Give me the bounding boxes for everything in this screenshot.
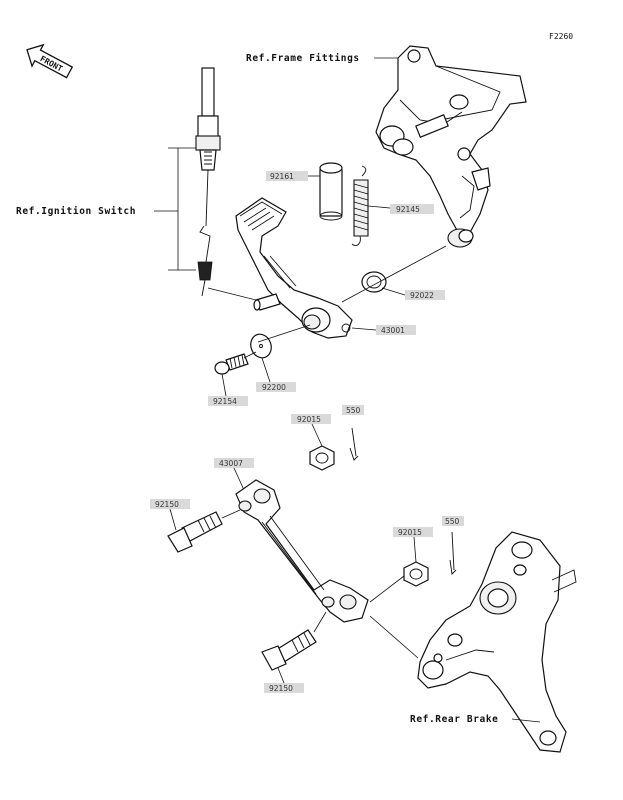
- part-no-92015-lower: 92015: [398, 528, 422, 537]
- part-no-92150-upper: 92150: [155, 500, 179, 509]
- part-no-92150-lower: 92150: [269, 684, 293, 693]
- bolt-92154-part: [214, 353, 249, 375]
- tie-rod-43007-part: [235, 479, 369, 623]
- cotter-pin-550-lower-part: [449, 531, 457, 575]
- part-no-92022: 92022: [410, 291, 434, 300]
- part-no-43007: 43007: [219, 459, 243, 468]
- frame-bracket-part: [375, 45, 527, 248]
- washer-92022-part: [361, 271, 387, 293]
- rear-brake-lever-part: [417, 531, 577, 753]
- brake-pedal-43001-part: [235, 197, 353, 339]
- front-arrow-icon: FRONT: [26, 43, 74, 79]
- bolt-92150-upper-part: [167, 511, 223, 553]
- part-no-550-upper: 550: [346, 406, 361, 415]
- ref-rear-brake: Ref.Rear Brake: [410, 714, 498, 725]
- nut-92015-lower-part: [403, 561, 429, 587]
- part-no-43001: 43001: [381, 326, 405, 335]
- bolt-92150-lower-part: [261, 629, 317, 671]
- spring-92145-part: [351, 165, 369, 247]
- collar-92161-part: [319, 162, 343, 221]
- ignition-switch-part: [195, 67, 221, 297]
- part-no-92200: 92200: [262, 383, 286, 392]
- part-no-92015-upper: 92015: [297, 415, 321, 424]
- cotter-pin-550-upper-part: [349, 427, 359, 461]
- nut-92015-upper-part: [309, 445, 335, 471]
- leader-ignition-switch: [154, 147, 196, 271]
- part-no-550-lower: 550: [445, 517, 460, 526]
- part-no-92154: 92154: [213, 397, 237, 406]
- part-no-92161: 92161: [270, 172, 294, 181]
- ref-frame-fittings: Ref.Frame Fittings: [246, 53, 360, 64]
- washer-92200-part: [250, 333, 272, 359]
- part-no-92145: 92145: [396, 205, 420, 214]
- leader-rear-brake: [511, 718, 541, 723]
- diagram-code: F2260: [549, 32, 573, 41]
- ref-ignition-switch: Ref.Ignition Switch: [16, 206, 136, 217]
